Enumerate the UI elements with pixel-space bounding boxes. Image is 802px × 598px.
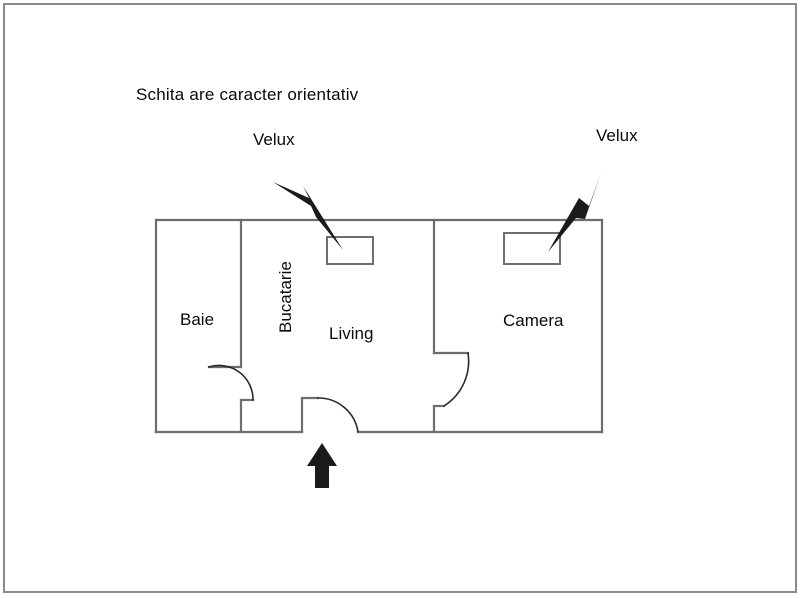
door-arc-camera xyxy=(443,352,470,407)
door-arc-entrance xyxy=(317,397,359,433)
page-border xyxy=(3,3,797,593)
exterior-walls xyxy=(154,218,604,434)
velux-label-right: Velux xyxy=(596,126,638,145)
wall-baie-bucatarie xyxy=(207,218,255,434)
arrow-velux-left xyxy=(273,182,343,250)
arrow-entrance xyxy=(307,443,337,488)
orientation-note: Schita are caracter orientativ xyxy=(136,85,359,104)
room-label-baie: Baie xyxy=(180,310,215,329)
wall-living-camera xyxy=(432,218,470,434)
arrow-velux-right xyxy=(548,173,601,252)
room-label-camera: Camera xyxy=(503,311,564,330)
skylight-living xyxy=(326,236,374,265)
room-label-living: Living xyxy=(329,324,374,343)
skylight-camera xyxy=(503,232,561,265)
door-swing-arcs xyxy=(208,352,470,433)
velux-label-left: Velux xyxy=(253,130,295,149)
room-label-bucatarie: Bucatarie xyxy=(276,261,295,333)
door-arc-baie xyxy=(208,364,254,401)
